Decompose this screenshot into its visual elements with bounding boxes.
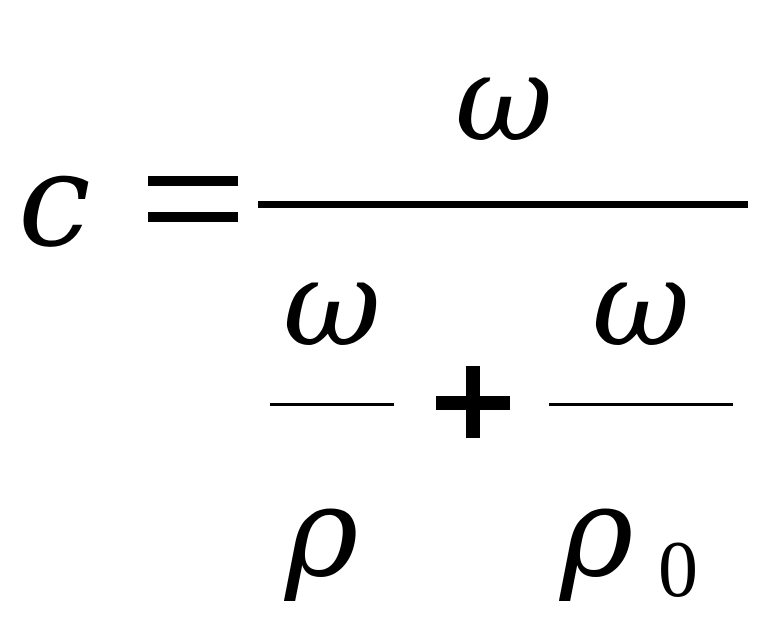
main-fraction-bar: [258, 201, 748, 208]
right-fraction-numerator-omega: ω: [592, 235, 690, 374]
main-numerator-omega: ω: [455, 30, 553, 169]
left-fraction-denominator-rho: ρ: [285, 460, 359, 605]
left-fraction-numerator-omega: ω: [283, 235, 381, 374]
left-fraction-bar: [270, 403, 394, 406]
right-fraction-bar: [549, 403, 733, 406]
plus-sign-vertical: [466, 366, 480, 438]
equals-sign-top-bar: [148, 176, 238, 186]
rho-subscript-zero: 0: [658, 526, 698, 614]
lhs-variable-c: c: [18, 124, 91, 276]
equals-sign-bottom-bar: [148, 212, 238, 222]
right-fraction-denominator-rho: ρ: [560, 460, 634, 605]
